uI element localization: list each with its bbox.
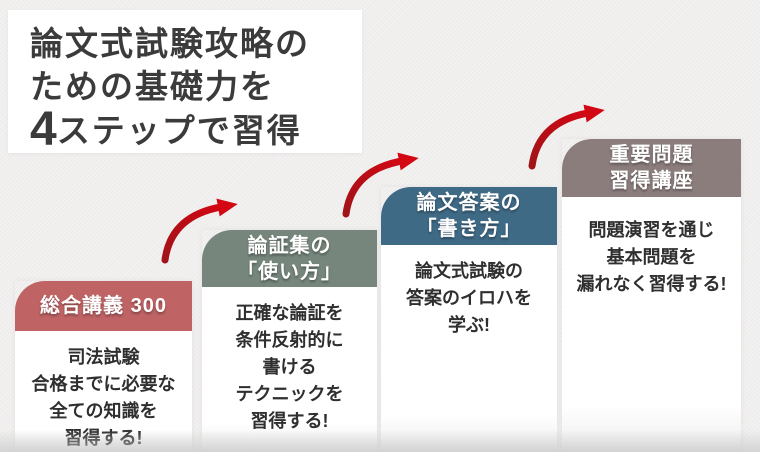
title-step-count: 4: [30, 103, 57, 156]
step-2-header-line: 論証集の: [247, 234, 332, 257]
step-3-body-line: 学ぶ!: [448, 315, 490, 335]
title-line-1: 論文式試験攻略の: [30, 25, 310, 62]
step-3-header-line: 「書き方」: [416, 218, 522, 240]
step-card-2: 論証集の 「使い方」 正確な論証を 条件反射的に 書ける テクニックを 習得する…: [202, 230, 377, 452]
step-4-header: 重要問題 習得講座: [562, 139, 741, 197]
step-1-header: 総合講義 300: [15, 281, 192, 331]
step-2-body-line: 正確な論証を: [235, 303, 344, 323]
step-2-body-line: 書ける: [262, 357, 317, 377]
step-1-body-line: 合格までに必要な: [31, 374, 176, 394]
step-2-body-line: 条件反射的に: [235, 330, 344, 350]
step-1-body-line: 習得する!: [64, 428, 143, 448]
step-1-body: 司法試験 合格までに必要な 全ての知識を 習得する!: [15, 331, 192, 452]
step-card-4: 重要問題 習得講座 問題演習を通じ 基本問題を 漏れなく習得する!: [562, 139, 741, 452]
step-1-body-line: 全ての知識を: [49, 401, 158, 421]
step-4-body-line: 問題演習を通じ: [588, 220, 715, 240]
step-3-body: 論文式試験の 答案のイロハを 学ぶ!: [381, 245, 557, 452]
step-card-3: 論文答案の 「書き方」 論文式試験の 答案のイロハを 学ぶ!: [381, 187, 557, 452]
step-3-header: 論文答案の 「書き方」: [381, 187, 557, 245]
title-line-2: ための基礎力を: [30, 68, 275, 105]
step-4-body-line: 基本問題を: [606, 247, 697, 267]
step-3-body-line: 答案のイロハを: [406, 288, 532, 308]
step-1-body-line: 司法試験: [67, 347, 140, 367]
step-3-header-line: 論文答案の: [416, 192, 522, 214]
step-card-1: 総合講義 300 司法試験 合格までに必要な 全ての知識を 習得する!: [15, 281, 192, 452]
step-4-header-line: 重要問題: [609, 144, 694, 166]
step-4-header-line: 習得講座: [609, 170, 694, 192]
title-line-3-text: ステップで習得: [56, 112, 302, 149]
step-2-body: 正確な論証を 条件反射的に 書ける テクニックを 習得する!: [202, 287, 377, 452]
step-2-body-line: 習得する!: [250, 411, 329, 431]
step-2-body-line: テクニックを: [235, 384, 344, 404]
step-4-body-line: 漏れなく習得する!: [576, 274, 727, 294]
title-line-3: 4ステップで習得: [30, 106, 362, 154]
step-2-header: 論証集の 「使い方」: [202, 230, 377, 287]
title-card: 論文式試験攻略の ための基礎力を 4ステップで習得: [8, 10, 362, 154]
step-4-body: 問題演習を通じ 基本問題を 漏れなく習得する!: [562, 197, 741, 452]
step-2-header-line: 「使い方」: [237, 260, 342, 283]
step-3-body-line: 論文式試験の: [415, 261, 523, 281]
step-1-header-line: 総合講義 300: [40, 295, 167, 317]
